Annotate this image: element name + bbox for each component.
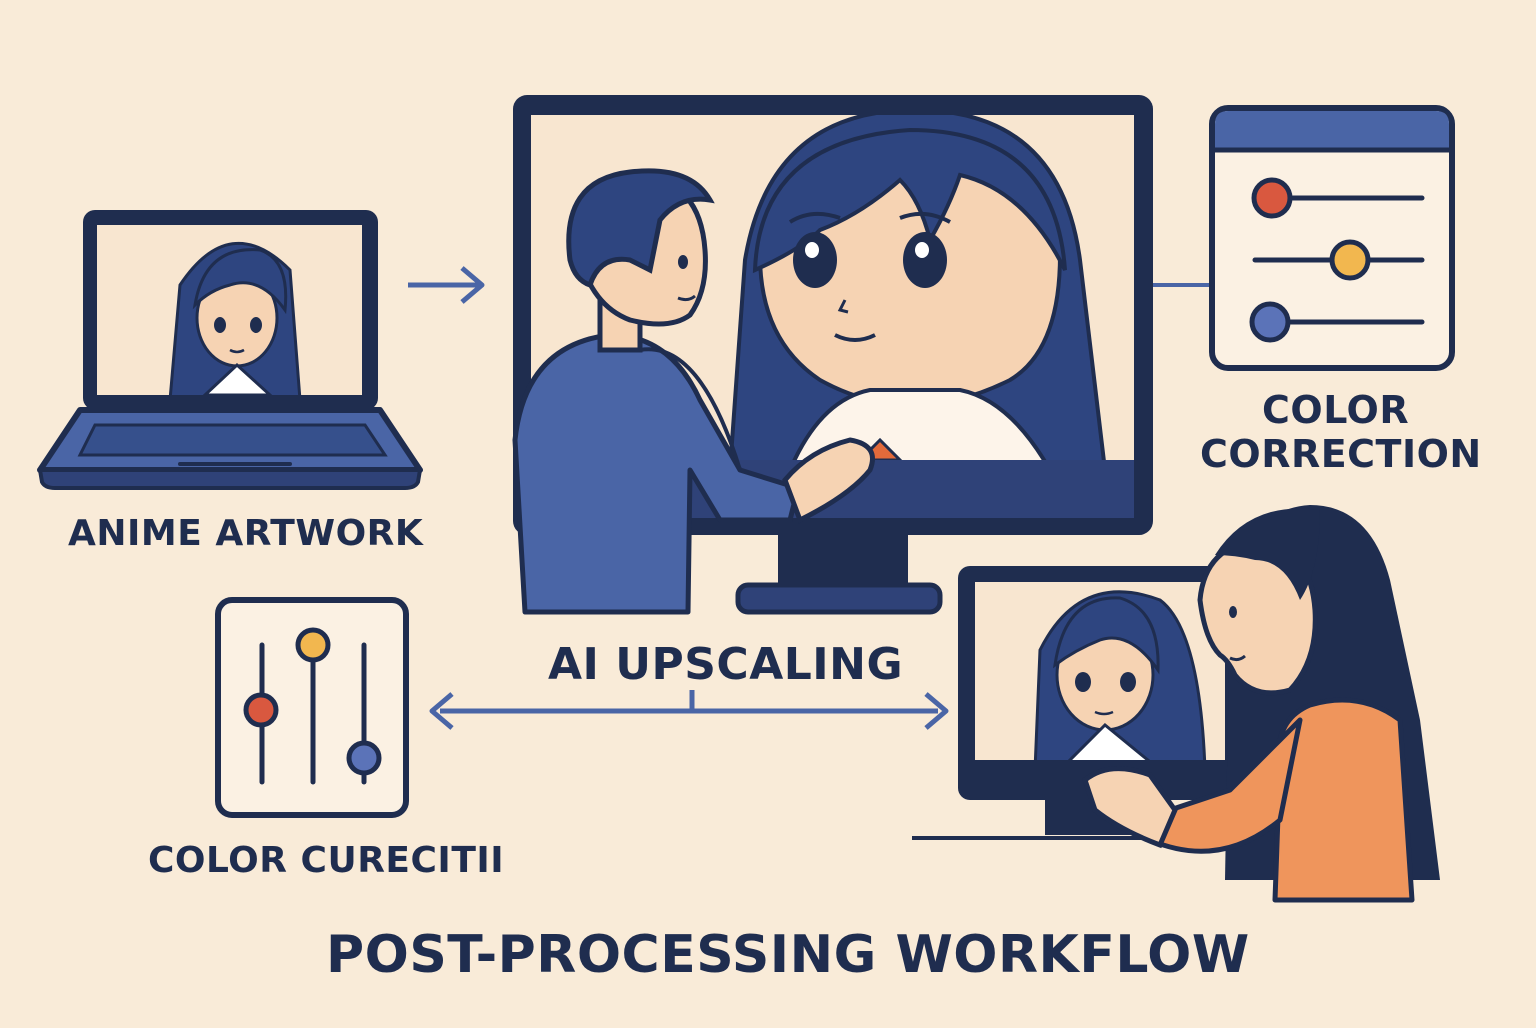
- label-anime-artwork: ANIME ARTWORK: [68, 513, 424, 554]
- slider-panel-icon: [1209, 105, 1455, 371]
- label-color-curecitii: COLOR CURECITII: [148, 840, 505, 881]
- small-anime-girl: [1033, 590, 1207, 760]
- upscaled-anime-girl: [728, 115, 1106, 460]
- label-ai-upscaling: AI UPSCALING: [548, 639, 904, 690]
- label-color-correction-line1: COLOR: [1262, 388, 1410, 432]
- page-title: POST-PROCESSING WORKFLOW: [326, 925, 1250, 985]
- laptop-anime-girl: [168, 241, 302, 395]
- laptop-icon: [37, 210, 423, 490]
- man-figure: [512, 168, 875, 615]
- double-arrow-icon: [429, 690, 949, 730]
- woman-figure: [1082, 505, 1440, 903]
- vertical-sliders-icon: [215, 597, 409, 818]
- arrow-right-icon: [408, 266, 485, 304]
- small-monitor-icon: [912, 566, 1248, 840]
- label-color-correction-line2: CORRECTION: [1200, 432, 1482, 476]
